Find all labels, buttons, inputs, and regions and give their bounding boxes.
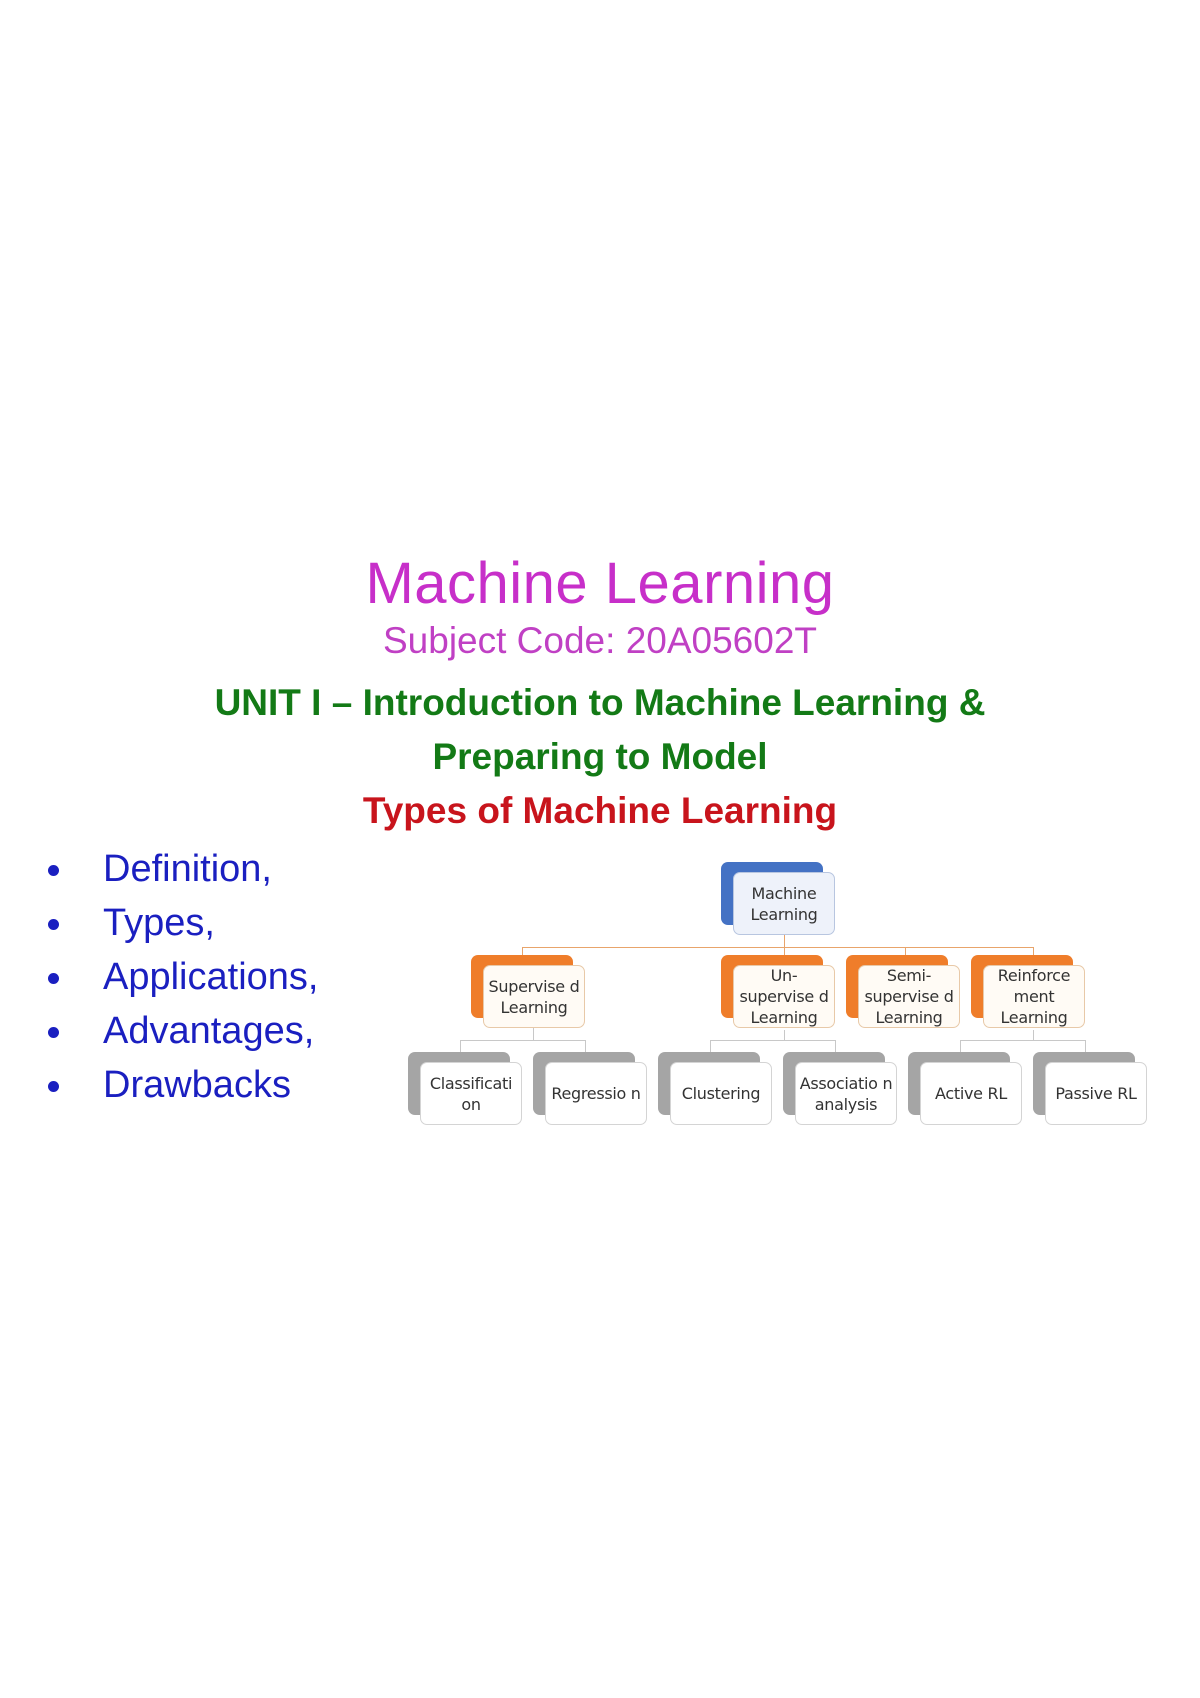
list-item: Drawbacks <box>40 1058 318 1112</box>
node-unsupervised-learning: Un- supervise d Learning <box>721 955 835 1028</box>
connector-line <box>522 947 523 959</box>
connector-line <box>784 1030 785 1040</box>
connector-line <box>905 947 906 959</box>
connector-line <box>460 1040 461 1052</box>
connector-line <box>1033 1030 1034 1040</box>
bullet-icon <box>48 973 59 984</box>
bullet-icon <box>48 1081 59 1092</box>
subject-code: Subject Code: 20A05602T <box>382 620 818 661</box>
bullet-icon <box>48 865 59 876</box>
connector-line <box>522 947 1034 948</box>
node-classification: Classificati on <box>408 1052 522 1125</box>
connector-line <box>460 1040 586 1041</box>
connector-line <box>1085 1040 1086 1052</box>
node-active-rl: Active RL <box>908 1052 1022 1125</box>
connector-line <box>585 1040 586 1052</box>
topic-heading: Types of Machine Learning <box>362 790 838 831</box>
connector-line <box>960 1040 961 1052</box>
unit-heading-line1: UNIT I – Introduction to Machine Learnin… <box>214 682 986 723</box>
connector-line <box>1033 947 1034 959</box>
node-machine-learning: Machine Learning <box>721 862 835 935</box>
node-association-analysis: Associatio n analysis <box>783 1052 897 1125</box>
list-item: Applications, <box>40 950 318 1004</box>
node-reinforcement-learning: Reinforce ment Learning <box>971 955 1085 1028</box>
list-item: Advantages, <box>40 1004 318 1058</box>
node-regression: Regressio n <box>533 1052 647 1125</box>
bullet-icon <box>48 919 59 930</box>
ml-types-hierarchy-diagram: Machine Learning Supervise d Learning Un… <box>0 520 1200 1140</box>
list-item: Definition, <box>40 842 318 896</box>
slide-title: Machine Learning <box>365 551 835 616</box>
connector-line <box>710 1040 711 1052</box>
node-supervised-learning: Supervise d Learning <box>471 955 585 1028</box>
topic-list: Definition, Types, Applications, Advanta… <box>40 842 318 1112</box>
node-passive-rl: Passive RL <box>1033 1052 1147 1125</box>
unit-heading-line2: Preparing to Model <box>432 736 768 777</box>
node-clustering: Clustering <box>658 1052 772 1125</box>
list-item: Types, <box>40 896 318 950</box>
connector-line <box>533 1027 534 1040</box>
connector-line <box>960 1040 1086 1041</box>
node-semi-supervised-learning: Semi- supervise d Learning <box>846 955 960 1028</box>
connector-line <box>710 1040 836 1041</box>
bullet-icon <box>48 1027 59 1038</box>
slide: Machine Learning Subject Code: 20A05602T… <box>0 520 1200 1140</box>
connector-line <box>835 1040 836 1052</box>
